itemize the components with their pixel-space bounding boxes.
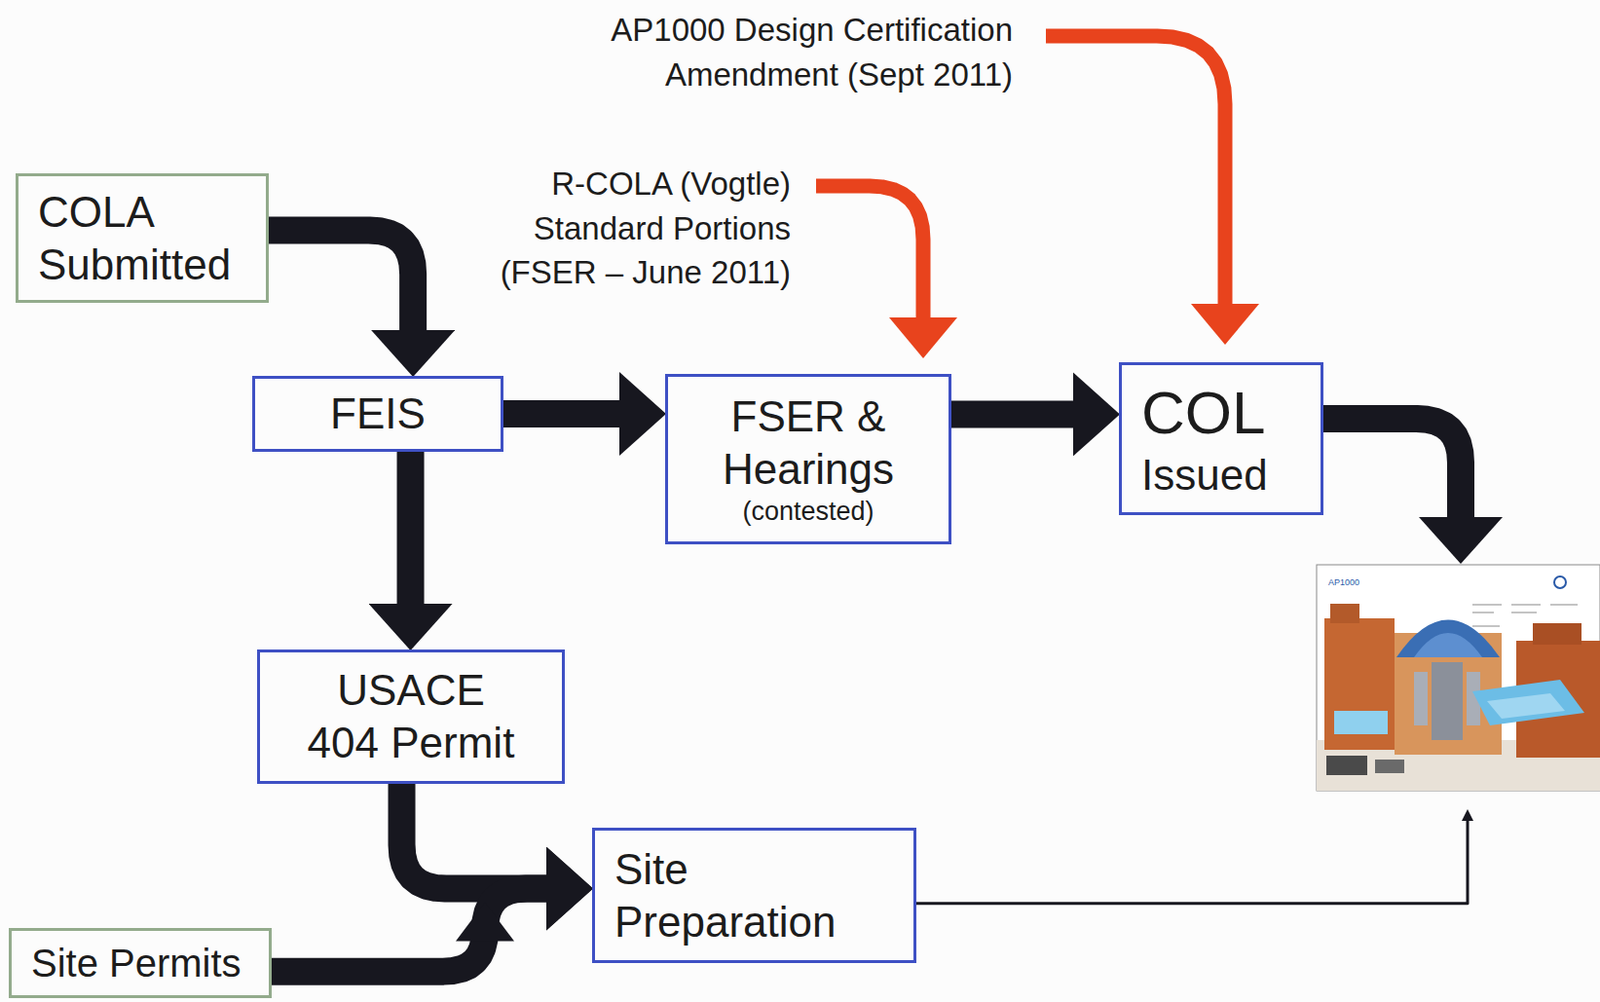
dome-inner bbox=[1413, 632, 1483, 658]
thin-arrow bbox=[916, 820, 1468, 904]
box-text: FSER & Hearings bbox=[683, 390, 933, 495]
box-subtext: Issued bbox=[1141, 448, 1311, 502]
flow-arrow bbox=[951, 400, 1074, 428]
equipment-block bbox=[1326, 755, 1368, 776]
reactor-vessel bbox=[1431, 662, 1463, 741]
auxiliary-building bbox=[1324, 618, 1395, 750]
fuel-pool bbox=[1472, 679, 1585, 726]
process-box: FEIS bbox=[252, 375, 504, 452]
containment-dome bbox=[1396, 620, 1500, 659]
flow-arrow bbox=[402, 783, 547, 890]
flow-arrow bbox=[503, 400, 620, 428]
process-box: FSER & Hearings(contested) bbox=[665, 373, 952, 545]
equipment-block bbox=[1375, 759, 1405, 774]
box-text: COL bbox=[1141, 375, 1311, 450]
result-box: COLIssued bbox=[1118, 362, 1324, 516]
input-arrow bbox=[816, 186, 924, 318]
box-subtext: (contested) bbox=[683, 495, 933, 528]
box-text: Site Permits bbox=[31, 939, 260, 988]
note-label: AP1000 Design Certification Amendment (S… bbox=[595, 7, 1013, 97]
start-box: COLA Submitted bbox=[15, 173, 269, 303]
flow-arrow bbox=[1323, 418, 1461, 518]
picture-frame bbox=[1316, 564, 1600, 791]
permit-box: USACE 404 Permit bbox=[257, 649, 565, 784]
box-text: FEIS bbox=[264, 387, 491, 441]
picture-label: AP1000 bbox=[1328, 576, 1387, 589]
stack-block bbox=[1330, 603, 1360, 624]
turbine-roof bbox=[1532, 623, 1582, 645]
flow-arrow bbox=[268, 230, 413, 331]
input-arrow bbox=[1045, 36, 1226, 304]
pool-water bbox=[1487, 693, 1565, 719]
steam-generator bbox=[1413, 671, 1428, 726]
box-text: COLA Submitted bbox=[37, 186, 253, 291]
logo-mark bbox=[1554, 576, 1566, 589]
water-tank bbox=[1334, 710, 1388, 735]
merge-arrow-head bbox=[455, 902, 515, 942]
box-text: USACE 404 Permit bbox=[303, 664, 519, 769]
box-text: Site Preparation bbox=[614, 843, 865, 948]
flow-arrow bbox=[397, 451, 425, 604]
process-box: Site Preparation bbox=[592, 827, 917, 964]
note-label: R-COLA (Vogtle) Standard Portions (FSER … bbox=[483, 161, 791, 296]
flow-arrow bbox=[271, 889, 547, 972]
start-box: Site Permits bbox=[8, 928, 272, 999]
